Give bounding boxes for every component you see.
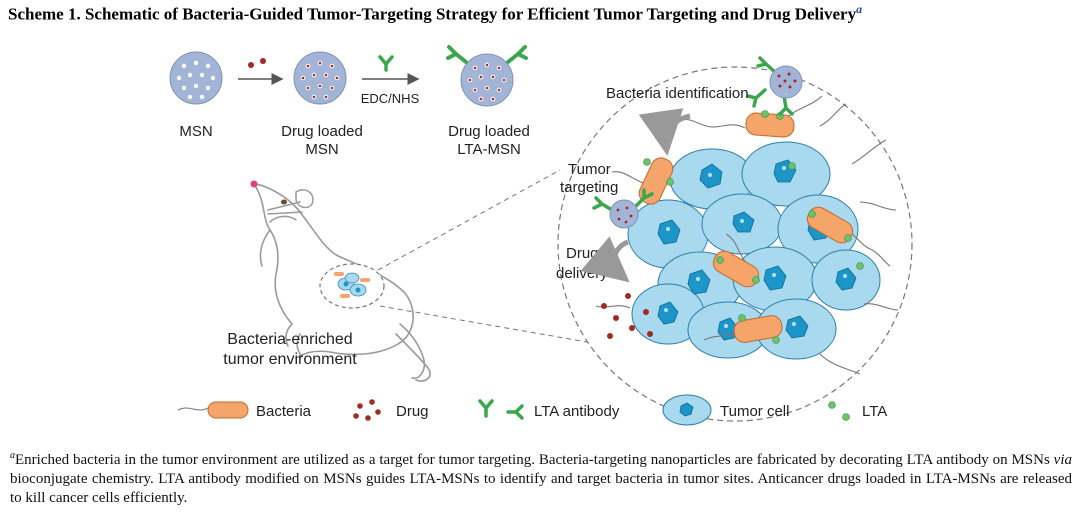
- zoom-connector-top: [377, 169, 561, 271]
- legend-tumor-cell-icon: [662, 394, 712, 426]
- reagent-label: EDC/NHS: [361, 91, 420, 106]
- legend-tumor-cell-label: Tumor cell: [720, 403, 789, 420]
- legend-lta-icon: [828, 401, 850, 421]
- lta-msn-label-line2: LTA-MSN: [457, 141, 521, 158]
- legend-drug-icon: [353, 399, 381, 421]
- mouse-ear: [295, 189, 314, 209]
- legend: Bacteria Drug LTA antibody Tumor cell LT…: [177, 394, 887, 426]
- caption-text-via: via: [1053, 452, 1072, 468]
- zoom-connector-bottom: [379, 305, 611, 347]
- lta-msn-particle: [446, 45, 528, 107]
- mouse-illustration: [253, 183, 431, 382]
- caption-text-part1: Enriched bacteria in the tumor environme…: [15, 452, 1054, 468]
- mouse-eye: [281, 199, 287, 205]
- drug-loaded-msn-label-line1: Drug loaded: [281, 123, 363, 140]
- identification-curved-arrow: [638, 108, 691, 156]
- lta-msn-identifying-bacteria: [746, 56, 803, 116]
- legend-drug-label: Drug: [396, 403, 429, 420]
- mouse-tumor-inset: [319, 263, 385, 309]
- legend-lta-antibody-icon: [478, 399, 524, 420]
- mouse-label-line2: tumor environment: [223, 351, 357, 368]
- scheme-title: Scheme 1. Schematic of Bacteria-Guided T…: [8, 2, 1072, 25]
- bacteria-in-tumor: [595, 95, 899, 375]
- msn-particle: [169, 51, 223, 105]
- caption-text-part2: bioconjugate chemistry. LTA antibody mod…: [10, 471, 1072, 506]
- figure-caption: aEnriched bacteria in the tumor environm…: [10, 446, 1072, 508]
- delivery-curved-arrow: [580, 236, 630, 283]
- msn-label: MSN: [179, 123, 212, 140]
- drug-loaded-msn-label-line2: MSN: [305, 141, 338, 158]
- bacteria-identification-label: Bacteria identification: [606, 85, 749, 102]
- caption-mark: a: [10, 450, 15, 461]
- lta-msn-targeting: [592, 188, 654, 229]
- released-drug-molecules: [601, 293, 653, 339]
- mouse-label-line1: Bacteria-enriched: [227, 331, 352, 348]
- legend-lta-antibody-label: LTA antibody: [534, 403, 620, 420]
- scheme-figure: MSN Drug loaded MSN EDC/NHS: [169, 45, 913, 426]
- mouse-nose: [250, 180, 258, 188]
- lta-msn-label-line1: Drug loaded: [448, 123, 530, 140]
- antibody-icon: [378, 55, 394, 72]
- scheme-title-text: Schematic of Bacteria-Guided Tumor-Targe…: [84, 4, 857, 24]
- tumor-targeting-label-line1: Tumor: [568, 161, 611, 178]
- drug-delivery-label-line1: Drug: [566, 245, 599, 262]
- scheme-label: Scheme 1.: [8, 4, 81, 24]
- tumor-targeting-label-line2: targeting: [560, 179, 618, 196]
- drug-molecules-icon: [248, 58, 266, 68]
- drug-loaded-msn-particle: [293, 51, 347, 105]
- legend-bacteria-icon: [177, 401, 249, 419]
- legend-bacteria-label: Bacteria: [256, 403, 312, 420]
- drug-delivery-label-line2: delivery: [556, 265, 608, 282]
- legend-lta-label: LTA: [862, 403, 887, 420]
- footnote-mark: a: [856, 2, 863, 16]
